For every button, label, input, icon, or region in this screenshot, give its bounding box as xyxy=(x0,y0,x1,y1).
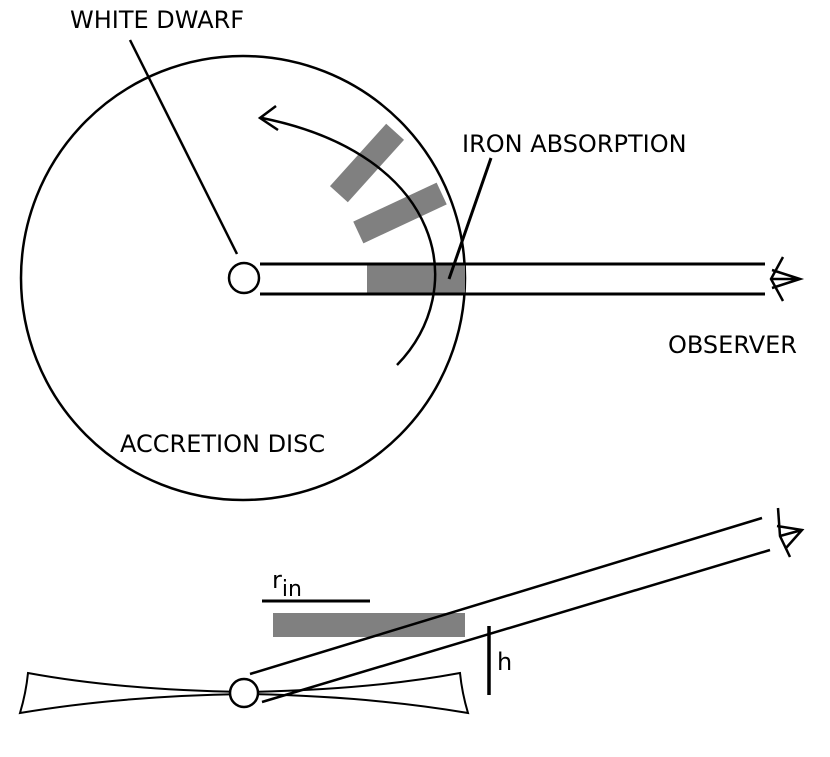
iron-absorption-label: IRON ABSORPTION xyxy=(462,130,687,158)
absorption-band-2 xyxy=(353,182,447,244)
absorption-band-3 xyxy=(367,264,465,294)
sightline-side-bottom xyxy=(261,548,771,704)
r-in-label: rin xyxy=(272,566,302,602)
top-view: WHITE DWARF IRON ABSORPTION OBSERVER ACC… xyxy=(19,6,805,502)
r-in-label-subscript: in xyxy=(282,577,302,602)
side-view: rin h xyxy=(18,507,805,715)
iron-absorption-leader xyxy=(447,157,493,280)
observer-eye-side-icon xyxy=(776,507,805,558)
sightline-side-top xyxy=(249,516,763,676)
observer-label: OBSERVER xyxy=(668,331,797,359)
h-label: h xyxy=(497,648,512,676)
rotation-arrow-head xyxy=(257,105,279,132)
observer-eye-icon xyxy=(769,256,805,302)
white-dwarf xyxy=(227,261,261,295)
accretion-disc-label: ACCRETION DISC xyxy=(120,430,325,458)
white-dwarf-leader xyxy=(128,39,239,255)
absorption-band-1 xyxy=(329,123,405,203)
white-dwarf-label: WHITE DWARF xyxy=(70,6,244,34)
r-in-label-r: r xyxy=(272,566,282,594)
rotation-arrow xyxy=(261,116,437,366)
white-dwarf-side xyxy=(228,677,260,709)
